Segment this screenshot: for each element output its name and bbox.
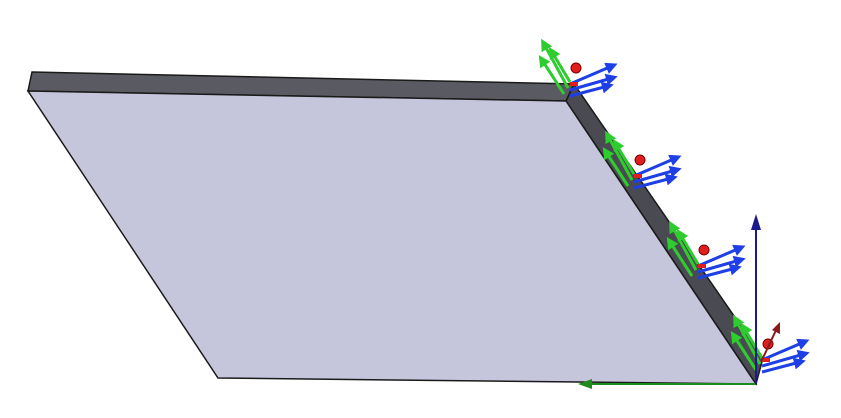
fixed-geometry-symbol-2[interactable] (602, 130, 682, 190)
plate-main-face[interactable] (26, 90, 758, 385)
fixture-green-arrow (666, 236, 694, 277)
fixture-green-arrow (612, 138, 636, 175)
fixture-red-base (762, 358, 770, 362)
fixture-blue-arrow (633, 154, 682, 178)
fixture-red-marker (570, 62, 582, 74)
fixture-red-base (698, 264, 706, 268)
fixture-green-arrow (740, 322, 764, 359)
fixed-geometry-symbol-3[interactable] (666, 220, 746, 280)
fixture-green-arrow (538, 54, 566, 95)
fixture-blue-arrow (761, 338, 810, 362)
fixture-blue-arrow (697, 263, 742, 280)
fixture-red-marker (698, 244, 710, 256)
fixture-blue-arrow (633, 165, 682, 184)
fixture-green-arrow (605, 130, 634, 181)
fixture-blue-arrow (633, 173, 678, 190)
fixture-blue-arrow (761, 349, 810, 368)
fixture-red-marker (634, 154, 646, 166)
fixture-red-base (570, 82, 578, 86)
fixture-blue-arrow (697, 255, 746, 274)
coordinate-triad (578, 214, 780, 389)
triad-y-arrowhead (751, 214, 761, 230)
fixture-green-arrow (541, 38, 570, 89)
fixture-blue-arrow (569, 81, 614, 98)
fixture-green-arrow (676, 228, 700, 265)
fixture-blue-arrow (569, 73, 618, 92)
fixture-blue-arrow (697, 244, 746, 268)
fixture-green-arrow (548, 46, 572, 83)
fixture-blue-arrow (761, 357, 806, 374)
triad-z-arrowhead (772, 322, 780, 334)
fixture-green-arrow (602, 146, 630, 187)
triad-x-arrowhead (578, 379, 592, 389)
triad-z-axis (761, 327, 778, 361)
fixture-green-arrow (730, 330, 758, 371)
fixture-blue-arrow (569, 62, 618, 86)
plate-model[interactable] (26, 71, 764, 386)
fixture-green-arrow (669, 220, 698, 271)
fixture-red-base (634, 174, 642, 178)
fixed-geometry-symbol-1[interactable] (538, 38, 618, 98)
